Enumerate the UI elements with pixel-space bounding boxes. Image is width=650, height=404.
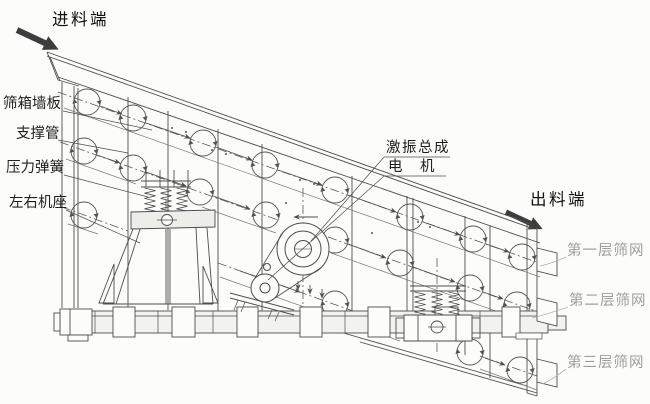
leader-lines — [57, 110, 450, 281]
left-support-pedestal — [98, 170, 219, 305]
callout-first-layer-screen: 第一层筛网 — [567, 243, 645, 259]
callout-motor: 电 机 — [388, 159, 436, 175]
base-frame — [53, 306, 567, 342]
callout-third-layer-screen: 第三层筛网 — [567, 355, 645, 371]
feed-end-label: 进料端 — [52, 11, 109, 29]
callout-second-layer-screen: 第二层筛网 — [569, 293, 647, 309]
pressure-springs-left — [144, 187, 188, 212]
screen-body — [46, 51, 541, 397]
leader-lines-muted — [531, 256, 569, 385]
discharge-end-label: 出料端 — [530, 191, 587, 209]
right-spring-support — [395, 285, 481, 342]
callout-exciter-assembly: 激振总成 — [386, 140, 450, 156]
motor-assembly — [229, 230, 323, 322]
callout-pressure-spring: 压力弹簧 — [6, 160, 64, 176]
callout-left-right-base: 左右机座 — [9, 195, 67, 211]
feed-arrow-icon — [15, 27, 59, 50]
pressure-springs-right — [414, 291, 460, 315]
screen-mesh-outlets — [536, 247, 558, 388]
callout-support-tube: 支撑管 — [16, 126, 60, 142]
callout-screen-box-wall-plate: 筛箱墙板 — [3, 96, 61, 112]
